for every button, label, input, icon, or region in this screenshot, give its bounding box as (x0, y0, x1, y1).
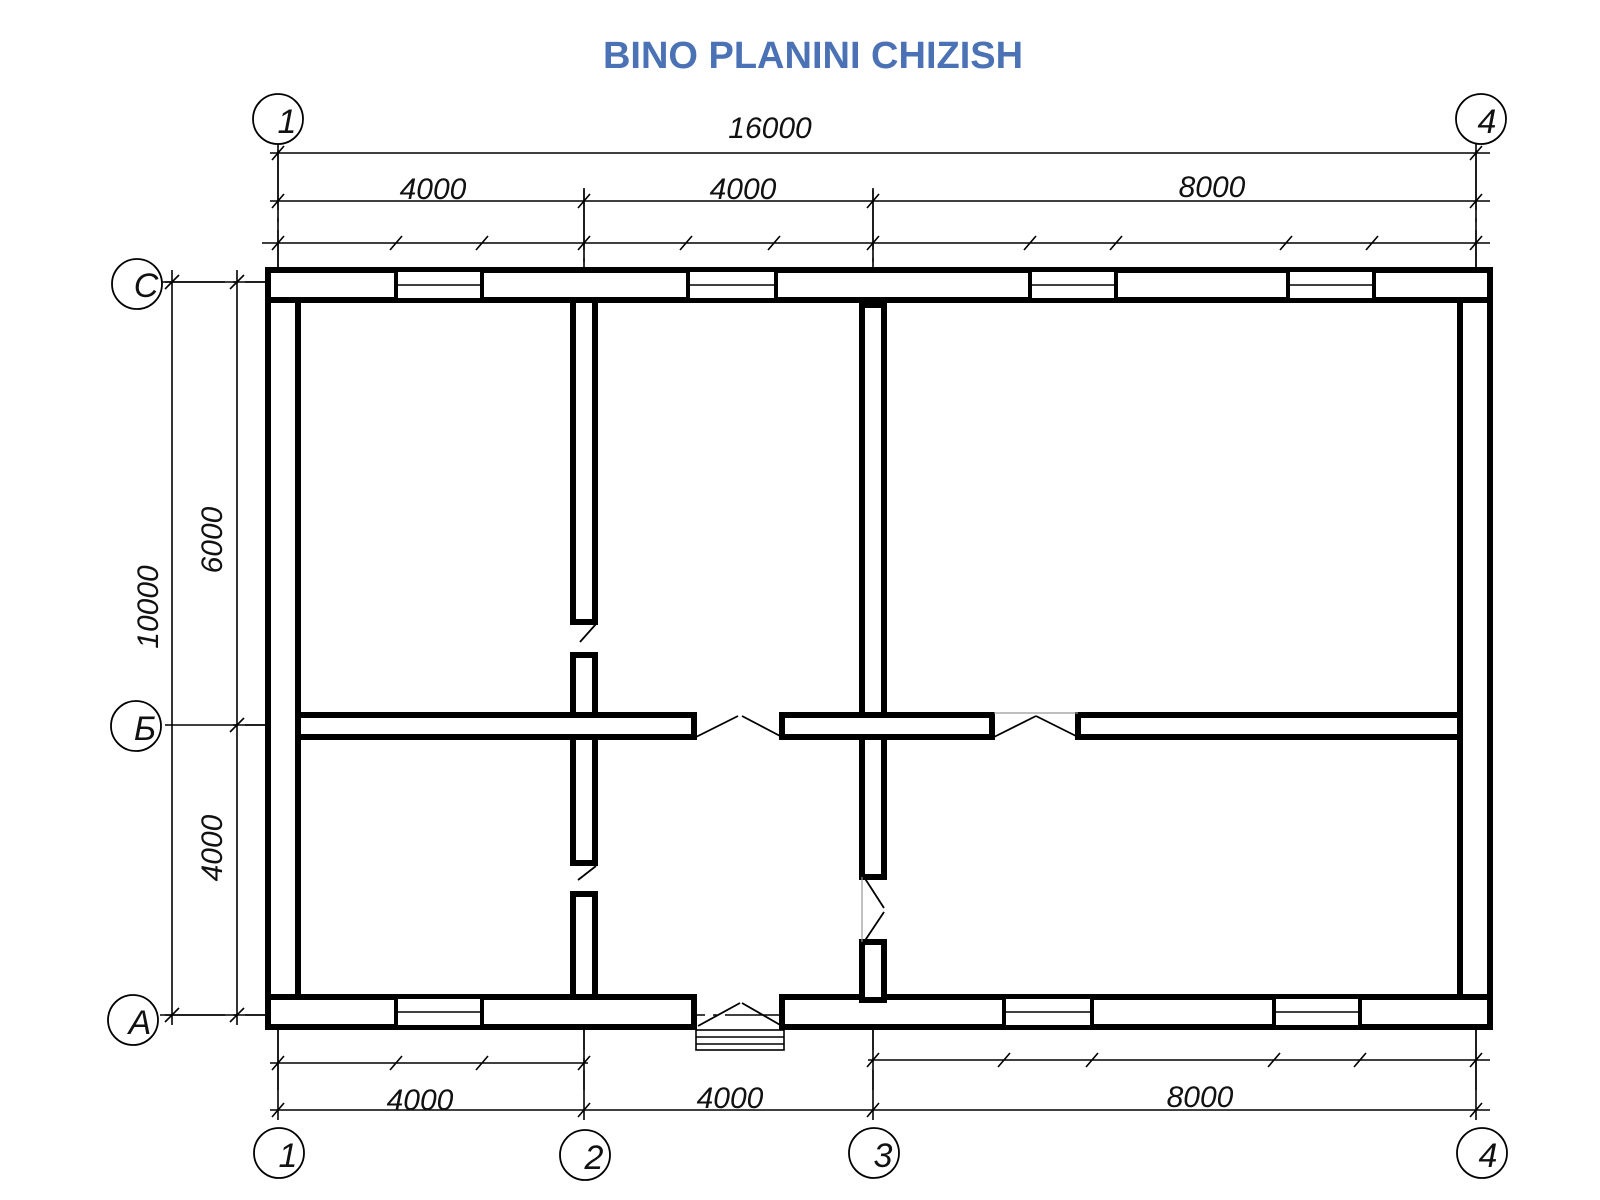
axis-marker-bottom-2: 2 (559, 1129, 611, 1181)
doors (577, 623, 1079, 1051)
dim-bottom-seg-2: 4000 (697, 1082, 764, 1115)
svg-text:3: 3 (874, 1137, 893, 1175)
dim-left-seg-2: 4000 (196, 814, 229, 881)
axis-marker-top-4: 4 (1455, 93, 1507, 145)
svg-text:А: А (127, 1004, 152, 1042)
windows (394, 268, 1376, 1029)
svg-text:4: 4 (1478, 103, 1497, 141)
svg-text:1: 1 (279, 1137, 298, 1175)
walls (265, 267, 1493, 1030)
dim-top-overall: 16000 (728, 112, 812, 145)
svg-text:1: 1 (278, 103, 297, 141)
svg-text:Б: Б (134, 710, 156, 748)
left-dimensions: 10000 6000 4000 (132, 270, 268, 1025)
dim-top-seg-3: 8000 (1179, 171, 1246, 204)
axis-marker-bottom-4: 4 (1456, 1127, 1508, 1179)
axis-marker-left-b: Б (110, 700, 162, 752)
dim-bottom-seg-3: 8000 (1167, 1081, 1234, 1114)
dim-top-seg-1: 4000 (400, 173, 467, 206)
top-dimensions: 16000 4000 4000 8000 (262, 112, 1490, 268)
svg-text:2: 2 (584, 1139, 604, 1177)
axis-marker-bottom-1: 1 (253, 1127, 305, 1179)
dim-bottom-seg-1: 4000 (387, 1084, 454, 1117)
bottom-dimensions: 4000 4000 8000 (270, 1030, 1490, 1120)
page-title: BINO PLANINI CHIZISH (603, 35, 1023, 77)
axis-marker-bottom-3: 3 (848, 1127, 900, 1179)
dim-left-seg-1: 6000 (196, 506, 229, 573)
axis-marker-top-1: 1 (252, 93, 304, 145)
svg-text:С: С (134, 267, 159, 305)
axis-marker-left-a: А (107, 994, 159, 1046)
axis-marker-left-c: С (111, 258, 163, 310)
dim-left-overall: 10000 (132, 565, 165, 649)
svg-text:4: 4 (1479, 1137, 1498, 1175)
axis-markers: 1 4 1 2 3 4 С Б (107, 93, 1508, 1181)
dim-top-seg-2: 4000 (710, 173, 777, 206)
